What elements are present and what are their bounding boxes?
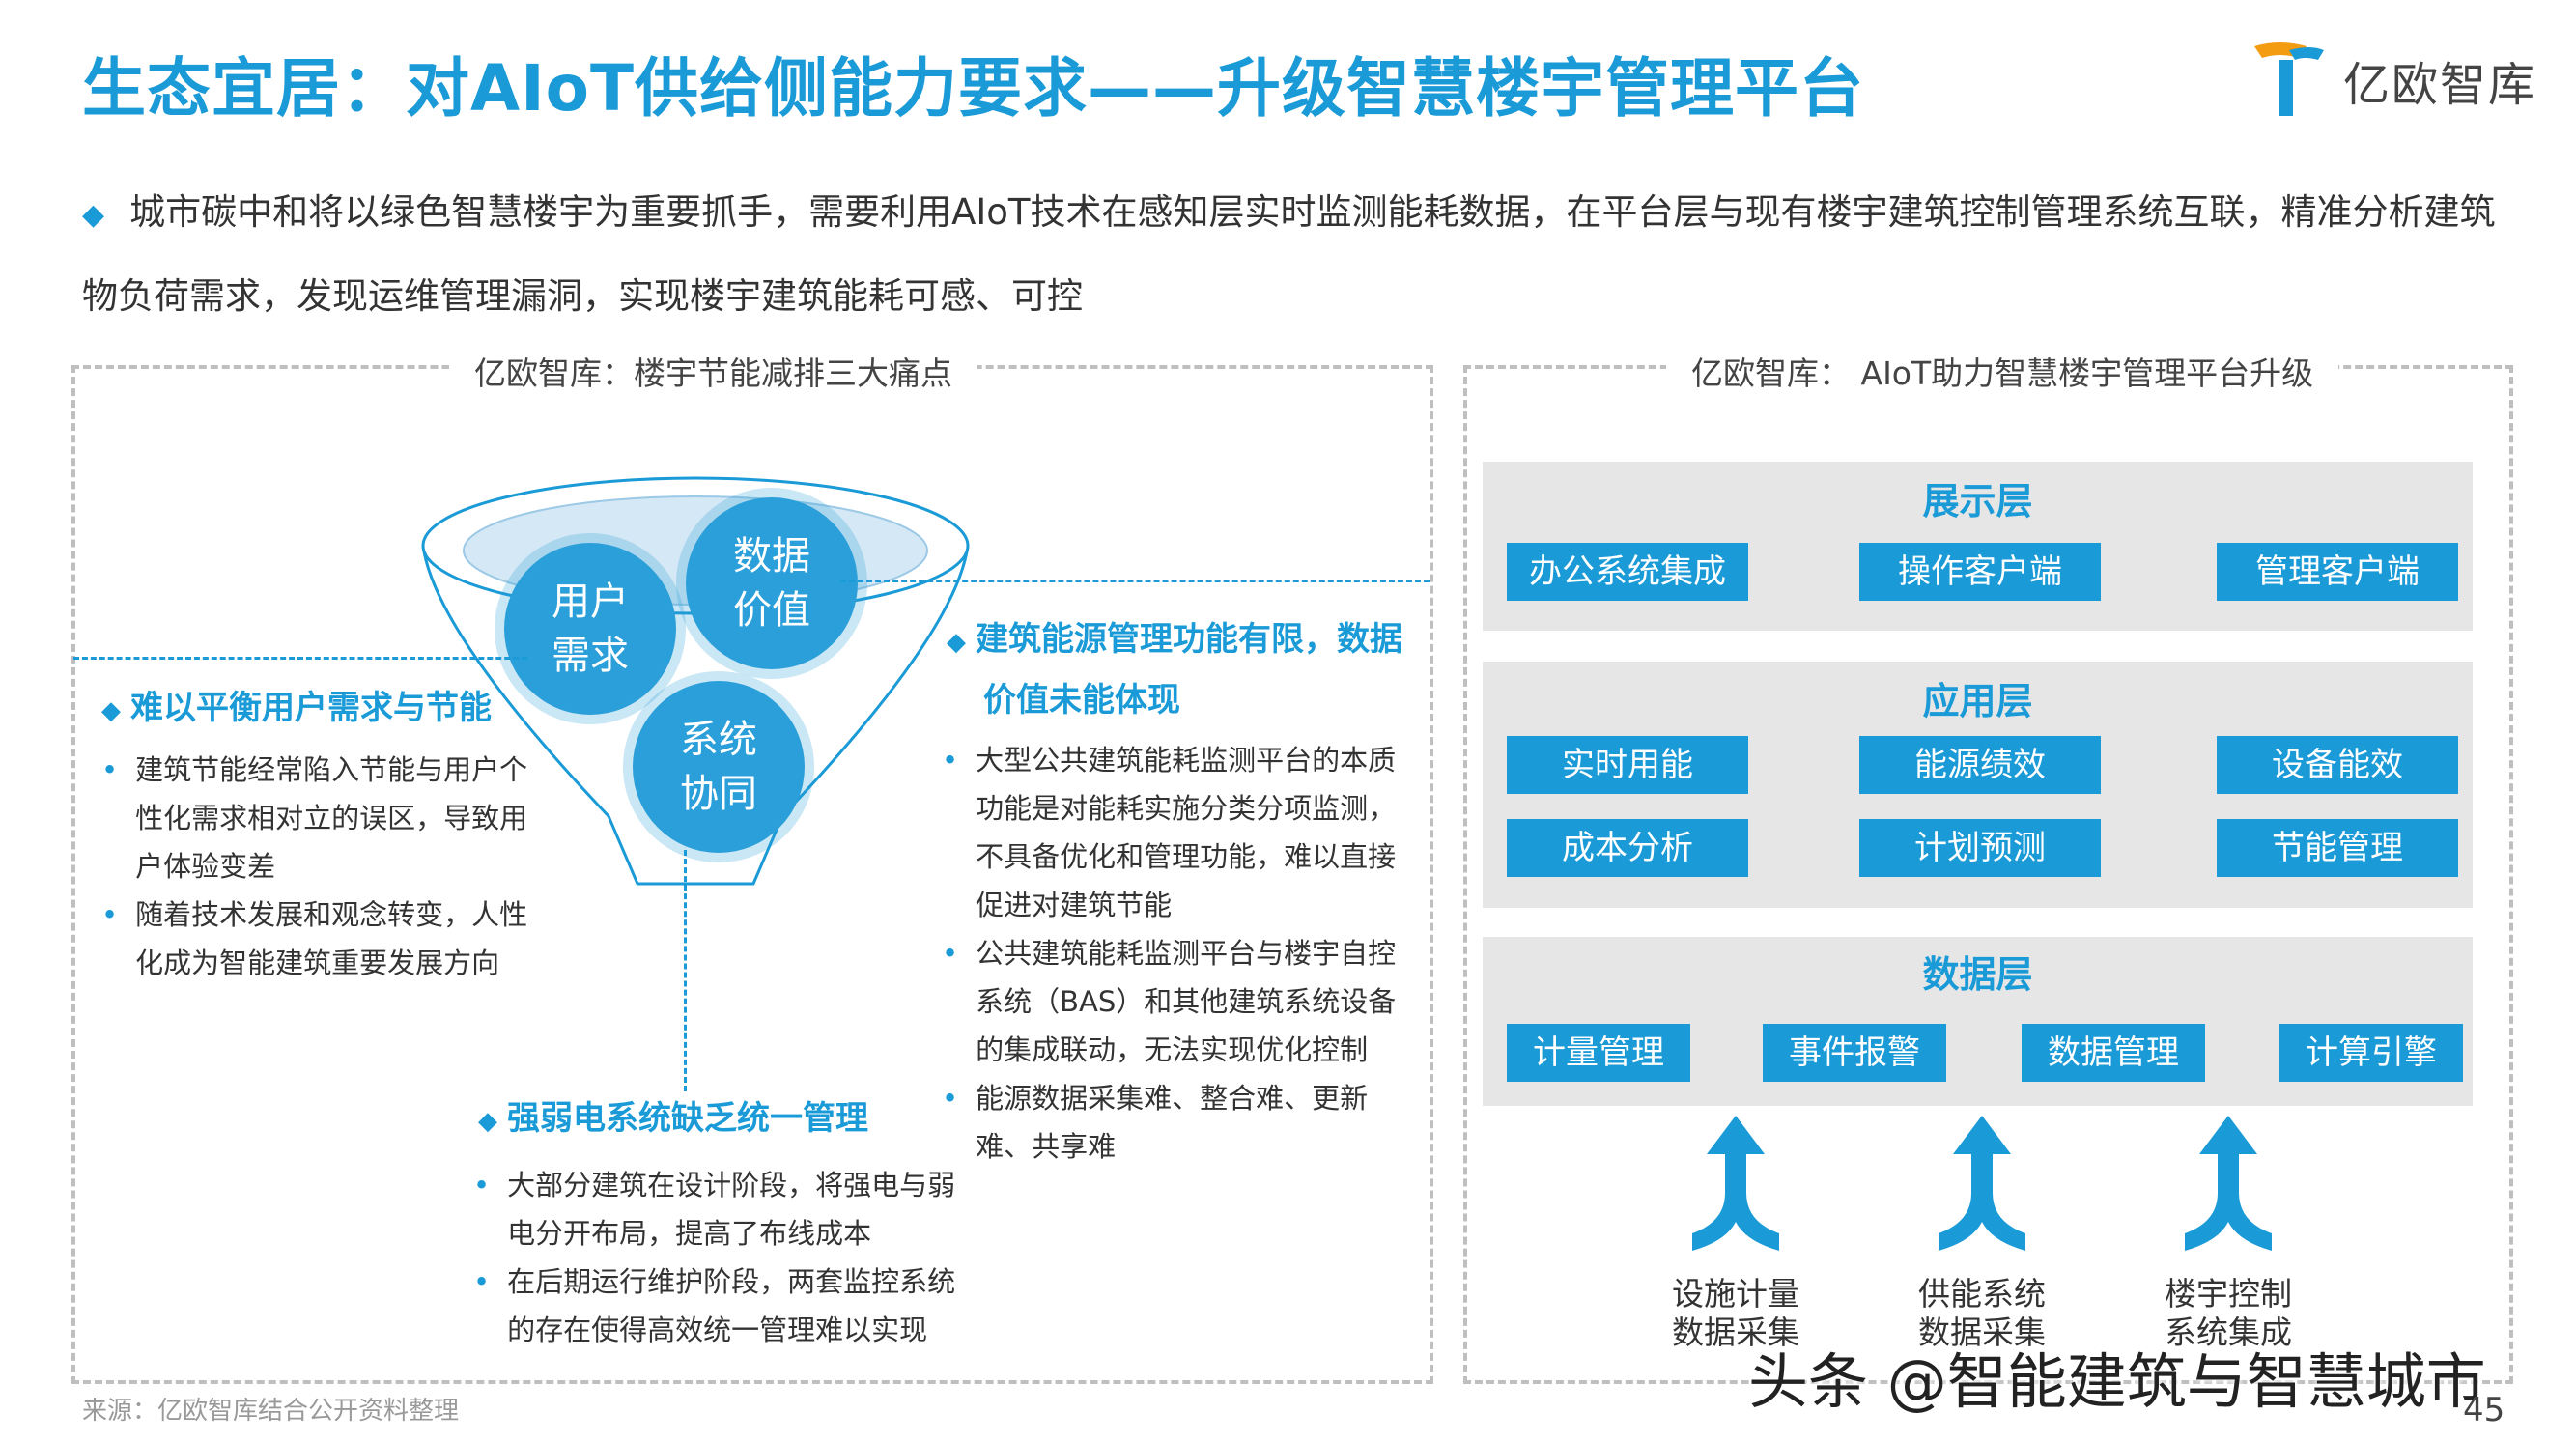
bubble-user-line1: 用户: [552, 580, 629, 624]
bubble-system-collab: 系统协同: [633, 681, 805, 853]
box-device-efficiency: 设备能效: [2217, 736, 2458, 794]
bullet-dot-icon: •: [942, 1082, 959, 1115]
bubble-data-line1: 数据: [733, 534, 810, 579]
up-arrow-icon: [2185, 1116, 2272, 1251]
up-arrow-icon: [1939, 1116, 2025, 1251]
logo-mark-icon: [2254, 42, 2324, 116]
box-cost-analysis: 成本分析: [1507, 819, 1748, 877]
bubble-system-line2: 协同: [680, 772, 757, 816]
pain-point-2-heading: ◆ 建筑能源管理功能有限，数据 价值未能体现: [947, 610, 1402, 729]
box-energy-performance: 能源绩效: [1859, 736, 2101, 794]
box-plan-forecast: 计划预测: [1859, 819, 2101, 877]
box-realtime-energy: 实时用能: [1507, 736, 1748, 794]
bullet-dot-icon: •: [101, 753, 119, 786]
logo-text: 亿欧智库: [2343, 58, 2537, 112]
connector-line-bottom: [684, 850, 687, 1091]
source-2-line1: 供能系统: [1918, 1275, 2046, 1313]
source-building-control: 楼宇控制系统集成: [2132, 1275, 2325, 1352]
box-operation-client: 操作客户端: [1859, 543, 2101, 601]
source-note: 来源：亿欧智库结合公开资料整理: [82, 1397, 460, 1426]
intro-paragraph: ◆城市碳中和将以绿色智慧楼宇为重要抓手，需要利用AIoT技术在感知层实时监测能耗…: [82, 172, 2516, 337]
platform-upgrade-panel-title: 亿欧智库： AIoT助力智慧楼宇管理平台升级: [1666, 348, 2339, 394]
source-3-line1: 楼宇控制: [2165, 1275, 2292, 1313]
box-energy-saving-management: 节能管理: [2217, 819, 2458, 877]
diamond-bullet-icon: ◆: [82, 198, 105, 232]
pain-point-1-bullet: • 随着技术发展和观念转变，人性化成为智能建筑重要发展方向: [101, 891, 546, 987]
bullet-dot-icon: •: [942, 744, 959, 777]
pain-point-2-bullet-2: 公共建筑能耗监测平台与楼宇自控系统（BAS）和其他建筑系统设备的集成联动，无法实…: [976, 937, 1397, 1066]
bubble-data-line2: 价值: [733, 588, 810, 633]
source-energy-supply: 供能系统数据采集: [1885, 1275, 2079, 1352]
diamond-bullet-icon: ◆: [947, 628, 966, 657]
bullet-dot-icon: •: [473, 1169, 491, 1202]
connector-line-right: [840, 580, 1430, 582]
pain-point-2-text-line1: 建筑能源管理功能有限，数据: [976, 620, 1402, 659]
diamond-bullet-icon: ◆: [101, 696, 121, 725]
pain-point-3-bullet: • 在后期运行维护阶段，两套监控系统的存在使得高效统一管理难以实现: [473, 1258, 966, 1354]
pain-point-2-text-line2: 价值未能体现: [983, 681, 1180, 720]
connector-line-left: [73, 657, 527, 660]
source-1-line1: 设施计量: [1672, 1275, 1799, 1313]
box-data-management: 数据管理: [2022, 1024, 2205, 1082]
bullet-dot-icon: •: [101, 898, 119, 931]
pain-points-panel-title: 亿欧智库：楼宇节能减排三大痛点: [449, 348, 977, 394]
diamond-bullet-icon: ◆: [478, 1107, 497, 1136]
pain-point-2-bullet-3: 能源数据采集难、整合难、更新难、共享难: [976, 1082, 1369, 1163]
source-2-line2: 数据采集: [1918, 1314, 2046, 1351]
pain-point-1-bullet-1: 建筑节能经常陷入节能与用户个性化需求相对立的误区，导致用户体验变差: [135, 753, 528, 883]
pain-point-3-text: 强弱电系统缺乏统一管理: [507, 1099, 868, 1138]
page-title: 生态宜居：对AIoT供给侧能力要求——升级智慧楼宇管理平台: [82, 51, 1864, 126]
watermark: 头条 @智能建筑与智慧城市: [1748, 1346, 2486, 1417]
pain-point-1-bullet-2: 随着技术发展和观念转变，人性化成为智能建筑重要发展方向: [135, 898, 528, 979]
pain-point-3-heading: ◆ 强弱电系统缺乏统一管理: [478, 1091, 868, 1139]
pain-point-2-bullet: • 公共建筑能耗监测平台与楼宇自控系统（BAS）和其他建筑系统设备的集成联动，无法…: [942, 929, 1420, 1074]
pain-point-2-bullet: • 大型公共建筑能耗监测平台的本质功能是对能耗实施分类分项监测，不具备优化和管理功…: [942, 736, 1420, 929]
bubble-system-line1: 系统: [680, 718, 757, 762]
source-1-line2: 数据采集: [1672, 1314, 1799, 1351]
pain-point-1-heading: ◆ 难以平衡用户需求与节能: [101, 681, 492, 728]
layer-data-title: 数据层: [1922, 953, 2033, 996]
brand-logo: 亿欧智库: [2250, 37, 2540, 124]
layer-display-title: 展示层: [1922, 480, 2033, 523]
page-number: 45: [2463, 1391, 2505, 1429]
intro-text: 城市碳中和将以绿色智慧楼宇为重要抓手，需要利用AIoT技术在感知层实时监测能耗数…: [82, 191, 2496, 317]
bubble-data-value: 数据价值: [686, 497, 858, 669]
bullet-dot-icon: •: [473, 1265, 491, 1298]
pain-point-2-bullet-1: 大型公共建筑能耗监测平台的本质功能是对能耗实施分类分项监测，不具备优化和管理功能…: [976, 744, 1397, 921]
box-management-client: 管理客户端: [2217, 543, 2458, 601]
bullet-dot-icon: •: [942, 937, 959, 970]
box-event-alarm: 事件报警: [1763, 1024, 1946, 1082]
box-compute-engine: 计算引擎: [2279, 1024, 2463, 1082]
pain-point-3-bullet-1: 大部分建筑在设计阶段，将强电与弱电分开布局，提高了布线成本: [507, 1169, 956, 1250]
pain-point-3-bullet: • 大部分建筑在设计阶段，将强电与弱电分开布局，提高了布线成本: [473, 1161, 966, 1258]
layer-application-title: 应用层: [1922, 680, 2033, 722]
bubble-user-line2: 需求: [552, 634, 629, 678]
pain-point-3-bullet-2: 在后期运行维护阶段，两套监控系统的存在使得高效统一管理难以实现: [507, 1265, 956, 1346]
source-3-line2: 系统集成: [2165, 1314, 2292, 1351]
bubble-user-demand: 用户需求: [504, 543, 676, 715]
pain-point-1-bullet: • 建筑节能经常陷入节能与用户个性化需求相对立的误区，导致用户体验变差: [101, 746, 546, 891]
source-facility-metering: 设施计量数据采集: [1639, 1275, 1832, 1352]
pain-point-1-text: 难以平衡用户需求与节能: [130, 689, 492, 727]
pain-point-2-bullet: • 能源数据采集难、整合难、更新难、共享难: [942, 1074, 1420, 1171]
box-metering-management: 计量管理: [1507, 1024, 1690, 1082]
up-arrow-icon: [1692, 1116, 1779, 1251]
box-office-integration: 办公系统集成: [1507, 543, 1748, 601]
